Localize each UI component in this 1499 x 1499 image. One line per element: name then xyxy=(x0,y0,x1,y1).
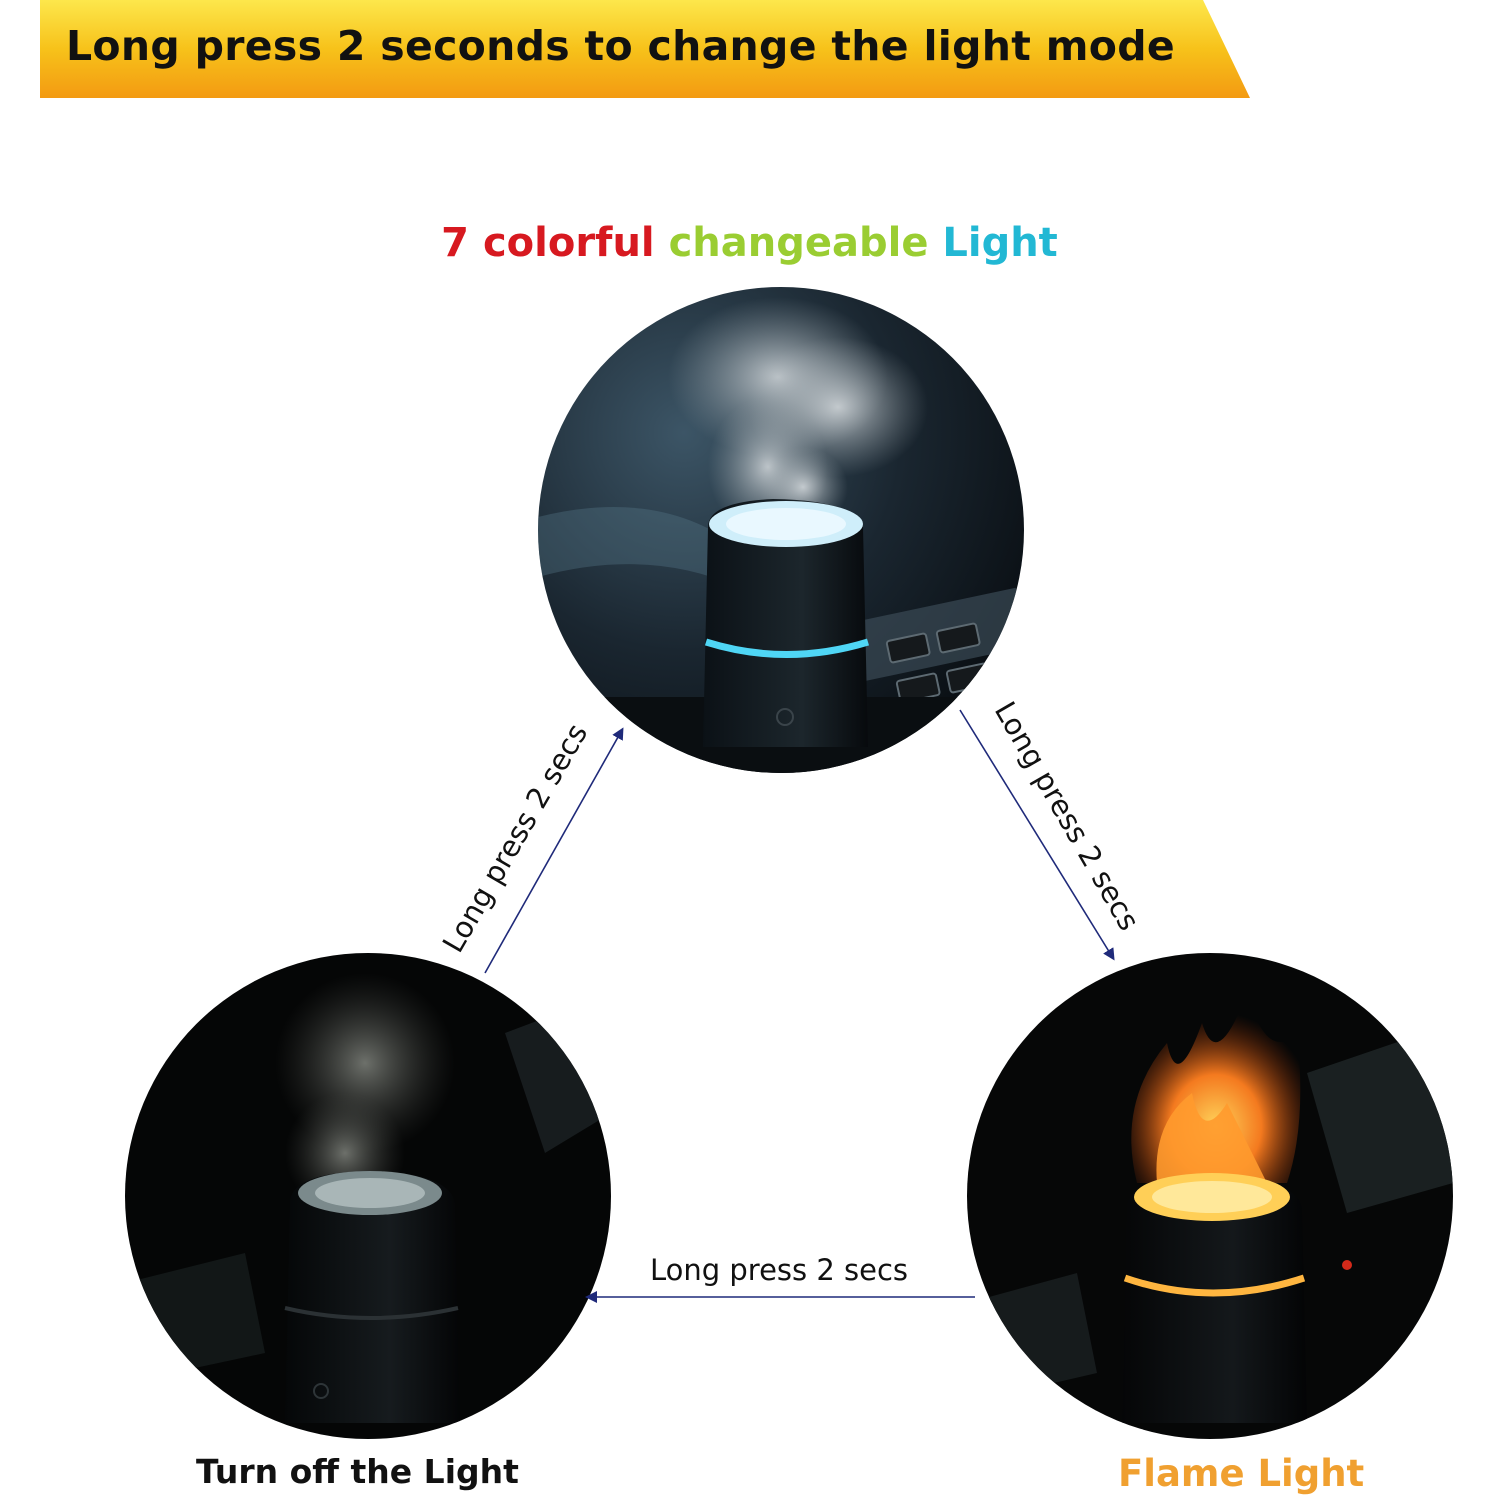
humidifier-no-light-photo xyxy=(125,953,611,1439)
instruction-banner: Long press 2 seconds to change the light… xyxy=(0,0,1499,110)
humidifier-flame-light-photo xyxy=(967,953,1453,1439)
arrow-colorful-to-flame xyxy=(959,709,1115,961)
off-mode-caption: Turn off the Light xyxy=(196,1452,519,1491)
edge-label-flame-to-off: Long press 2 secs xyxy=(650,1253,909,1287)
humidifier-blue-light-photo xyxy=(538,287,1024,773)
colorful-mode-title: 7 colorful changeable Light xyxy=(0,220,1499,266)
banner-background xyxy=(40,0,1250,98)
banner-text: Long press 2 seconds to change the light… xyxy=(66,22,1176,70)
title-part-changeable: changeable xyxy=(668,220,943,266)
arrow-off-to-colorful xyxy=(484,727,624,974)
title-part-number: 7 xyxy=(441,220,483,266)
title-part-light: Light xyxy=(942,220,1058,266)
flame-mode-caption: Flame Light xyxy=(1118,1452,1365,1495)
title-part-colorful: colorful xyxy=(482,220,669,266)
